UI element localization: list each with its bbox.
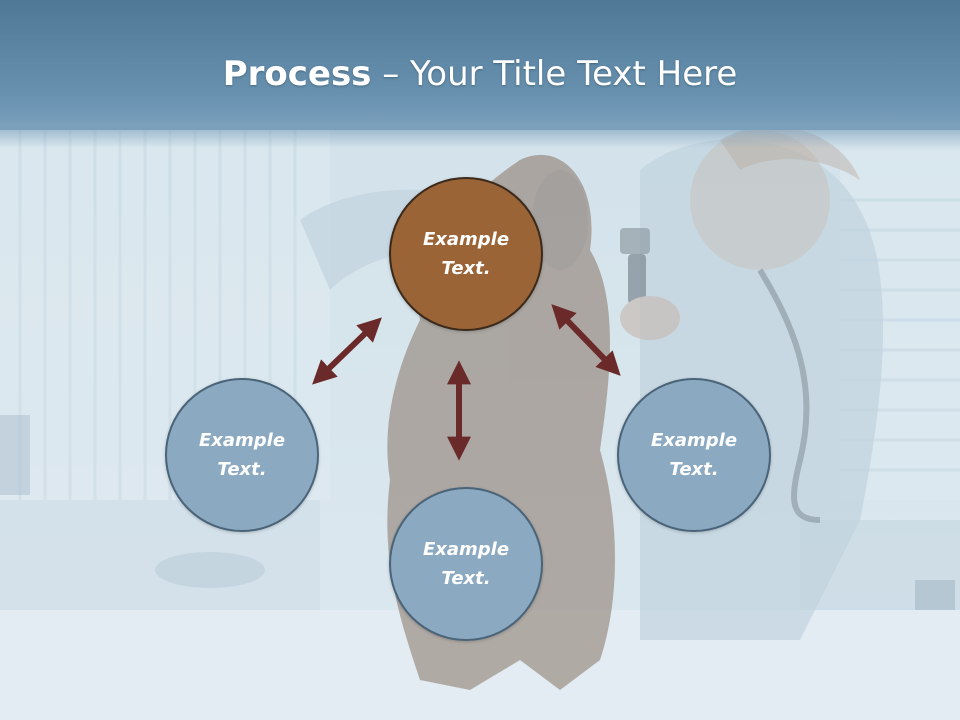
slide-title-bold: Process [222,54,372,94]
process-node-left[interactable]: Example Text. [165,378,319,532]
slide-title[interactable]: Process – Your Title Text Here [0,52,960,96]
slide-title-rest: – Your Title Text Here [371,54,738,94]
arrow-right-diagonal [551,304,621,376]
title-banner-fade [0,122,960,148]
process-node-top[interactable]: Example Text. [389,177,543,331]
process-node-bottom[interactable]: Example Text. [389,487,543,641]
title-banner [0,0,960,130]
process-node-right[interactable]: Example Text. [617,378,771,532]
arrow-left-diagonal [312,317,382,385]
